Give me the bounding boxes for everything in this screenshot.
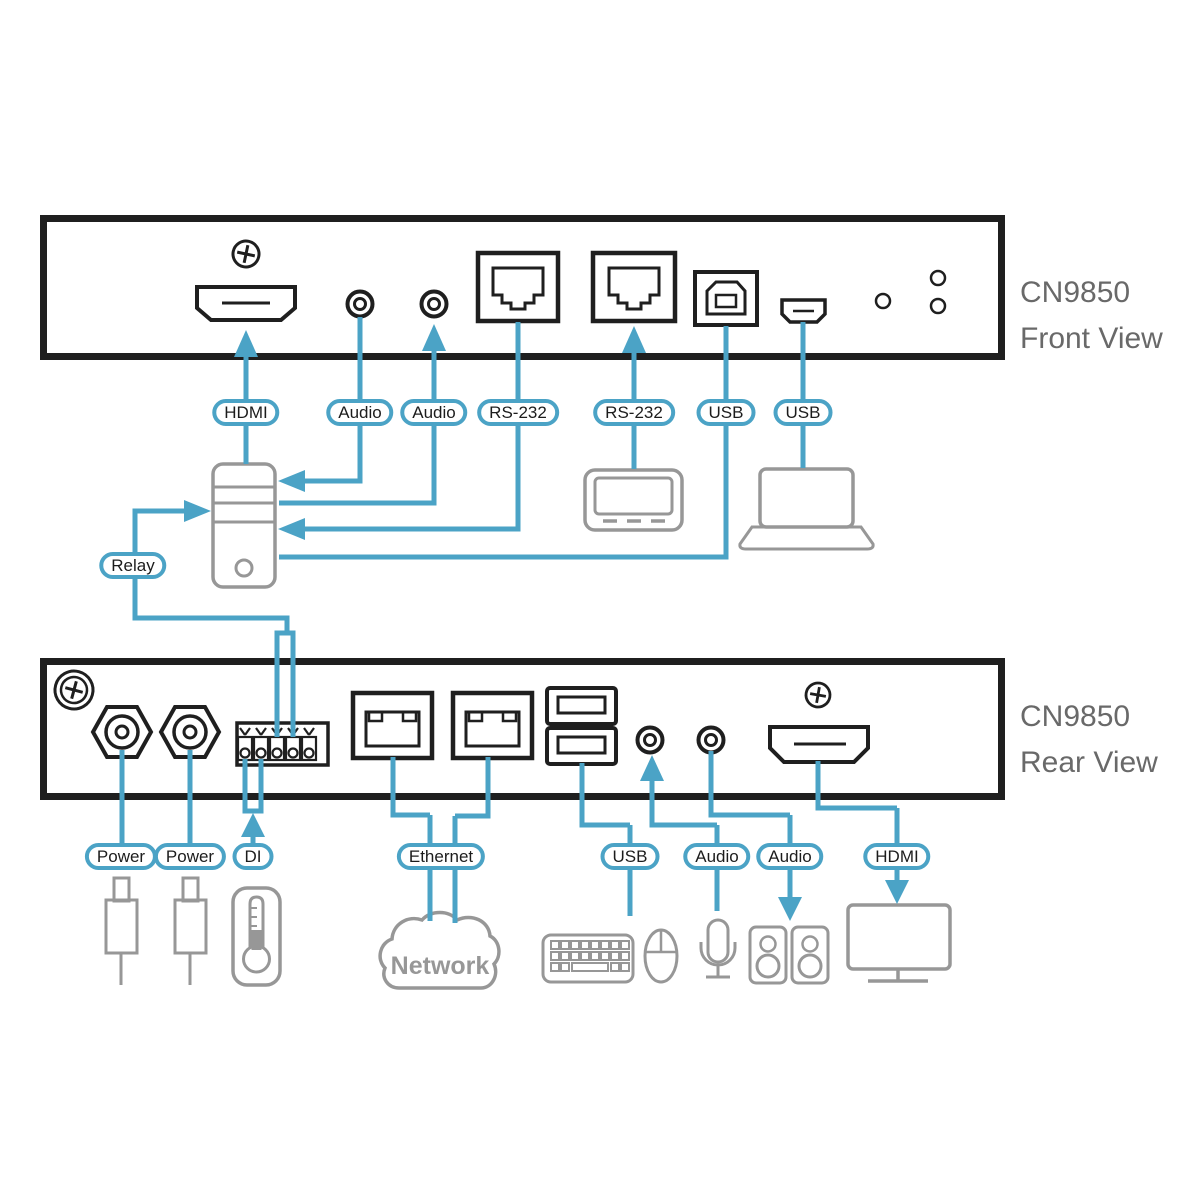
front-view-title: CN9850 Front View (1020, 270, 1163, 362)
arrow-up-hdmi (234, 330, 258, 357)
pill-rear-ethernet: Ethernet (396, 843, 486, 870)
arrow-left-into-pc-audio1 (278, 470, 305, 492)
arrow-up-rs232b (622, 326, 646, 353)
connection-arrows (184, 324, 909, 921)
audio-jack-icon (345, 289, 375, 319)
mouse-icon (643, 928, 679, 984)
rear-view-title-line1: CN9850 (1020, 700, 1131, 733)
speaker-icon (790, 925, 830, 985)
front-panel-chassis (40, 215, 1005, 360)
line-usb-to-kbm (579, 763, 633, 916)
network-cloud-label: Network (391, 952, 490, 980)
rj45-port-icon (475, 250, 561, 324)
arrow-left-into-pc-rs232 (278, 518, 305, 540)
screw-icon (804, 681, 832, 709)
pill-rear-power2: Power (153, 843, 227, 870)
line-relay-to-pc (132, 508, 186, 552)
screw-icon (53, 669, 95, 711)
mini-usb-port-icon (780, 298, 827, 324)
audio-jack-icon (635, 725, 665, 755)
arrow-down-monitor (885, 880, 909, 904)
arrow-down-speakers (778, 897, 802, 921)
pill-front-audio1: Audio (326, 399, 394, 426)
arrow-up-di (241, 813, 265, 837)
pill-rear-usb: USB (600, 843, 660, 870)
pill-rear-power1: Power (84, 843, 158, 870)
pill-front-rs232b: RS-232 (593, 399, 675, 426)
pill-front-usb1: USB (696, 399, 756, 426)
hdmi-port-icon (768, 725, 870, 764)
arrow-right-relay-into-pc (184, 500, 211, 522)
screw-icon (231, 239, 261, 269)
line-di-fork (242, 759, 264, 814)
laptop-icon (738, 467, 875, 551)
rj45-port-icon (590, 250, 678, 324)
speaker-icon (748, 925, 788, 985)
hdmi-port-icon (195, 285, 297, 322)
line-audio1-to-pc (303, 317, 363, 484)
audio-jack-icon (419, 289, 449, 319)
rj45-port-icon (450, 690, 535, 761)
pill-relay: Relay (99, 552, 167, 579)
rear-panel-ports (53, 669, 870, 767)
usb-b-port-icon (693, 270, 759, 327)
front-view-title-line1: CN9850 (1020, 276, 1131, 309)
pill-front-usb2: USB (773, 399, 833, 426)
pill-front-audio2: Audio (400, 399, 468, 426)
pill-rear-audio2: Audio (756, 843, 824, 870)
arrow-up-audio2 (422, 324, 446, 351)
thermometer-icon (231, 886, 282, 987)
serial-console-icon (583, 468, 684, 532)
dc-plug-icon (104, 876, 139, 985)
line-relay-to-terminal (132, 578, 290, 633)
rear-view-title-line2: Rear View (1020, 746, 1158, 779)
network-cloud-icon: Network (378, 910, 501, 990)
led-indicator-icon (874, 269, 947, 315)
line-rs232a-to-pc (303, 322, 521, 532)
peripheral-icons: Network (104, 462, 952, 990)
microphone-icon (699, 918, 737, 979)
pill-rear-hdmi: HDMI (863, 843, 931, 870)
pill-rear-di: DI (232, 843, 274, 870)
power-jack-icon (158, 705, 222, 759)
front-panel-ports (195, 239, 947, 327)
monitor-icon (846, 903, 952, 983)
pill-rear-audio1: Audio (683, 843, 751, 870)
computer-tower-icon (211, 462, 277, 589)
power-jack-icon (90, 705, 154, 759)
front-view-title-line2: Front View (1020, 322, 1163, 355)
rear-view-title: CN9850 Rear View (1020, 694, 1158, 786)
dc-plug-icon (173, 876, 208, 985)
pill-front-hdmi: HDMI (212, 399, 280, 426)
keyboard-icon (541, 933, 635, 984)
pill-front-rs232a: RS-232 (477, 399, 559, 426)
line-relay-fork (274, 630, 296, 737)
arrow-up-audio1-rear (640, 755, 664, 781)
